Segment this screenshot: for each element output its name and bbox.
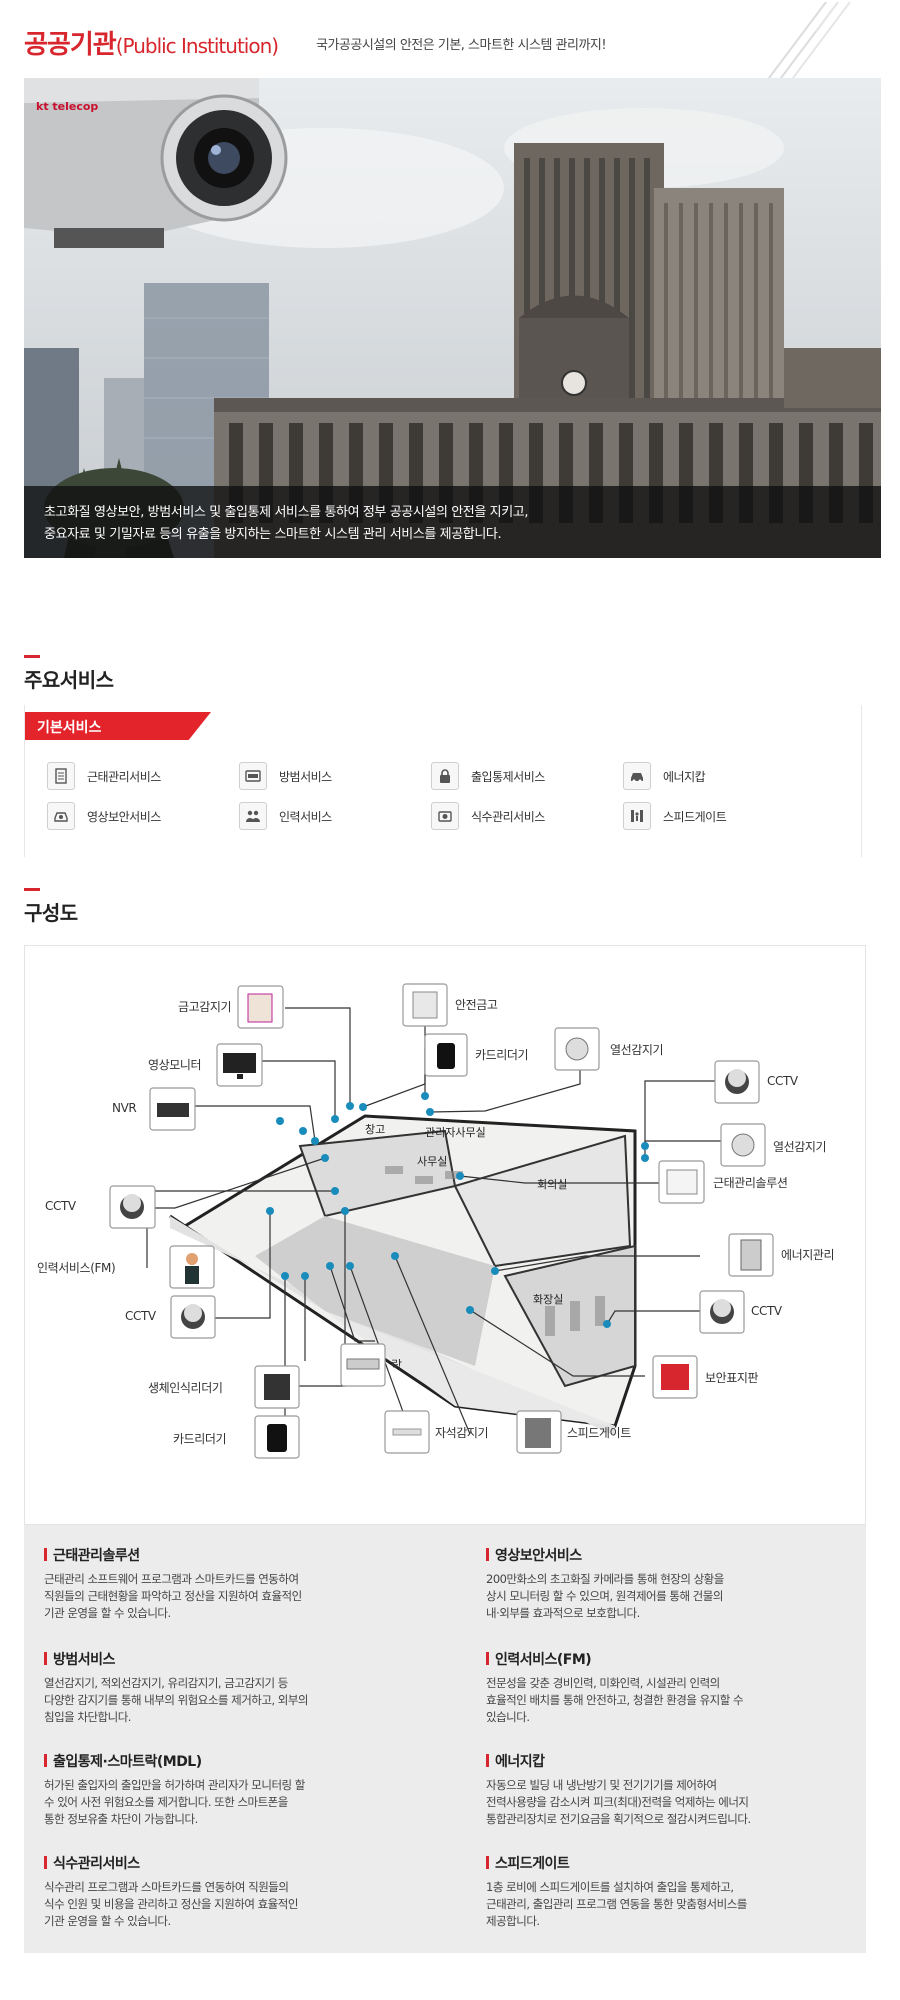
label-cctv-right-top: CCTV [767,1074,798,1088]
page-title: 공공기관(Public Institution) [24,30,279,60]
service-item-access-control[interactable]: 출입통제서비스 [431,761,545,791]
label-energy: 에너지관리 [781,1248,835,1262]
decorative-lines [765,2,851,82]
gate-icon [623,802,651,830]
people-icon [239,802,267,830]
label-vault-sensor: 금고감지기 [178,1000,232,1014]
label-heat-sensor-top: 열선감지기 [610,1043,664,1057]
label-security-sign: 보안표지판 [705,1371,759,1385]
label-card-reader-top: 카드리더기 [475,1048,529,1062]
label-cctv-bottom-left: CCTV [125,1309,156,1323]
hero-image: kt telecop 초고화질 영상보안, 방범서비스 및 출입통제 서비스를 … [24,78,881,558]
room-office: 사무실 [417,1155,448,1168]
label-safe: 안전금고 [455,998,498,1012]
heading-accent-bar [24,655,40,658]
desc-access-control: 출입통제·스마트락(MDL) 허가된 출입자의 출입만을 허가하며 관리자가 모… [44,1751,404,1828]
label-lock: 락 [391,1358,402,1372]
label-biometric: 생체인식리더기 [148,1381,223,1395]
service-item-crime-prevention[interactable]: 방범서비스 [239,761,332,791]
floorplan-graphic [109,983,774,1459]
alarm-panel-icon [239,762,267,790]
page-subtitle: 국가공공시설의 안전은 기본, 스마트한 시스템 관리까지! [316,38,607,53]
desc-speed-gate: 스피드게이트 1층 로비에 스피드게이트를 설치하여 출입을 통제하고,근태관리… [486,1853,846,1930]
meal-icon [431,802,459,830]
system-diagram: 금고감지기 안전금고 영상모니터 카드리더기 열선감지기 NVR CCTV 열선… [24,945,866,1525]
label-workforce: 인력서비스(FM) [37,1261,116,1275]
room-meeting: 회의실 [537,1178,568,1191]
service-item-meal-management[interactable]: 식수관리서비스 [431,801,545,831]
basic-service-tag: 기본서비스 [25,712,211,740]
room-storage: 창고 [365,1123,386,1136]
vehicle-icon [623,762,651,790]
label-speed-gate: 스피드게이트 [567,1426,631,1440]
room-manager: 관리자사무실 [425,1126,486,1139]
diagram-heading: 구성도 [24,888,78,926]
label-monitor: 영상모니터 [148,1058,202,1072]
label-card-reader-bottom: 카드리더기 [173,1432,227,1446]
label-heat-sensor-right: 열선감지기 [773,1140,827,1154]
label-nvr: NVR [112,1101,137,1115]
service-item-video-security[interactable]: 영상보안서비스 [47,801,161,831]
hero-caption-line-1: 초고화질 영상보안, 방범서비스 및 출입통제 서비스를 통하여 정부 공공시설… [44,505,529,520]
label-attendance-solution: 근태관리솔루션 [713,1176,788,1190]
service-item-attendance[interactable]: 근태관리서비스 [47,761,161,791]
label-cctv-left: CCTV [45,1199,76,1213]
cctv-camera-graphic [24,78,288,248]
hero-caption-line-2: 중요자료 및 기밀자료 등의 유출을 방지하는 스마트한 시스템 관리 서비스를… [44,527,502,542]
main-services-heading: 주요서비스 [24,655,114,693]
camera-car-icon [47,802,75,830]
label-cctv-right-bottom: CCTV [751,1304,782,1318]
heading-accent-bar [24,888,40,891]
main-services-box: 기본서비스 근태관리서비스 방범서비스 출입통제서비스 에너지캅 영상보안서비스… [24,705,862,857]
lock-icon [431,762,459,790]
service-item-energy-cop[interactable]: 에너지캅 [623,761,706,791]
kt-telecop-logo: kt telecop [36,100,99,113]
diagram-title: 구성도 [24,901,78,925]
hero-caption: 초고화질 영상보안, 방범서비스 및 출입통제 서비스를 통하여 정부 공공시설… [24,486,881,558]
page-header: 공공기관(Public Institution) 국가공공시설의 안전은 기본,… [24,2,884,82]
document-icon [47,762,75,790]
main-services-title: 주요서비스 [24,668,114,692]
label-magnetic-sensor: 자석감지기 [435,1426,489,1440]
service-item-workforce[interactable]: 인력서비스 [239,801,332,831]
service-item-speed-gate[interactable]: 스피드게이트 [623,801,727,831]
room-restroom: 화장실 [533,1293,564,1306]
